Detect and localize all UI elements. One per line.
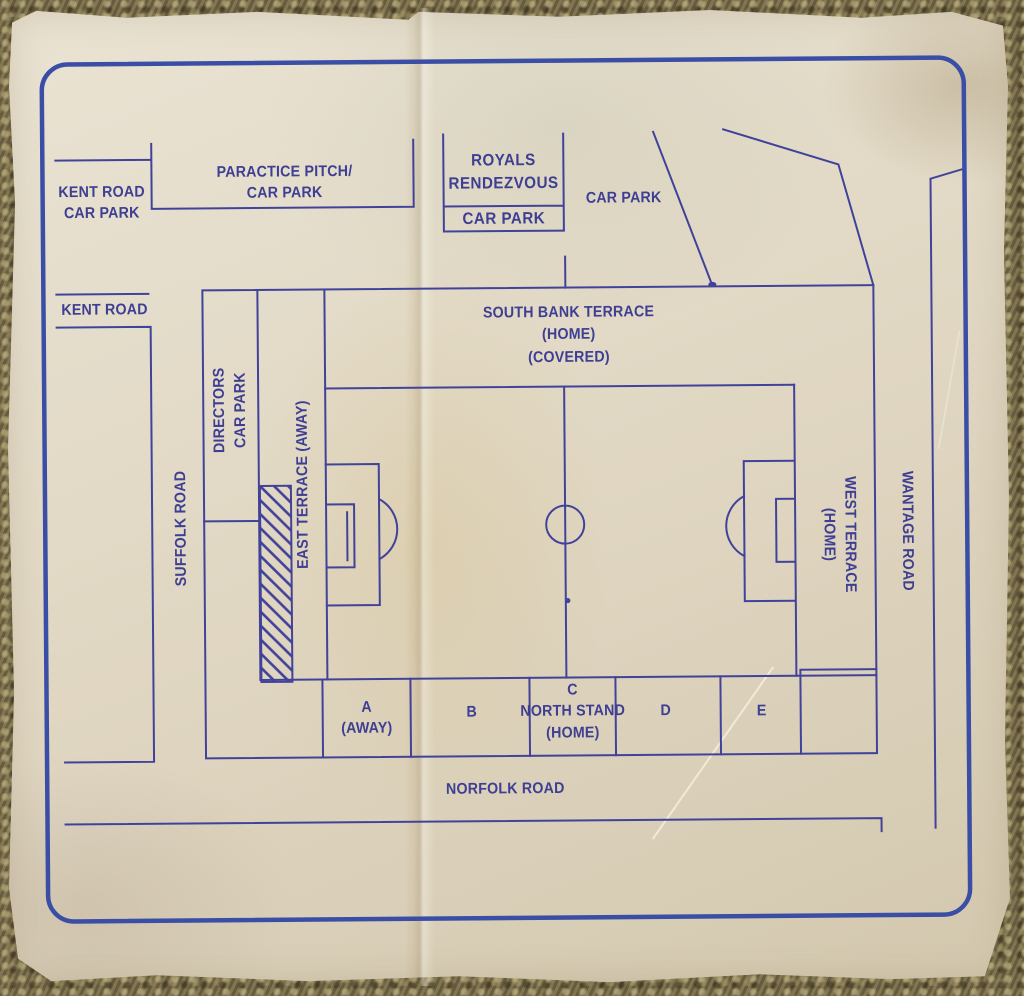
section-a-letter: A bbox=[361, 698, 372, 716]
west-terrace-line2: (HOME) bbox=[820, 507, 838, 562]
pitch-centre-spot bbox=[565, 597, 571, 604]
royals-line1: ROYALS bbox=[470, 151, 536, 170]
section-c-home: (HOME) bbox=[546, 724, 600, 742]
north-stand-top bbox=[259, 674, 878, 681]
directors-car-park-label: DIRECTORS CAR PARK bbox=[209, 367, 252, 454]
pitch-left-penalty-arc bbox=[377, 497, 399, 561]
kent-road-car-park-label: KENT ROAD CAR PARK bbox=[58, 181, 145, 224]
pitch-left-penalty-area bbox=[324, 463, 381, 607]
south-bank-terrace-bottom bbox=[324, 383, 796, 390]
kent-road-top-line bbox=[55, 292, 150, 296]
practice-pitch-line1: PARACTICE PITCH/ bbox=[216, 162, 353, 181]
pitch-right-goal-area bbox=[775, 497, 796, 563]
kent-road-car-park-line2: CAR PARK bbox=[63, 204, 140, 223]
suffolk-road-label: SUFFOLK ROAD bbox=[172, 470, 190, 587]
norfolk-road-line bbox=[64, 817, 883, 833]
practice-pitch-label: PARACTICE PITCH/ CAR PARK bbox=[216, 161, 352, 205]
directors-line2: CAR PARK bbox=[232, 372, 250, 449]
card-border bbox=[39, 55, 973, 924]
kent-road-label: KENT ROAD bbox=[61, 301, 148, 319]
segregation-hatch bbox=[258, 484, 294, 683]
car-park-diagonal-west bbox=[651, 130, 714, 287]
section-c-name: NORTH STAND bbox=[520, 702, 626, 721]
section-c-letter: C bbox=[567, 681, 578, 699]
pitch-halfway-line bbox=[563, 385, 568, 679]
pitch-centre-circle bbox=[545, 504, 586, 545]
pitch-right-penalty-area bbox=[742, 459, 796, 603]
practice-pitch-line2: CAR PARK bbox=[246, 184, 323, 203]
practice-pitch-outline bbox=[150, 138, 415, 210]
west-terrace-line1: WEST TERRACE bbox=[841, 476, 860, 593]
west-terrace-divider bbox=[793, 383, 798, 677]
norfolk-road-label: NORFOLK ROAD bbox=[445, 779, 565, 798]
pitch-left-goal-area bbox=[325, 503, 356, 569]
stadium-outline bbox=[201, 284, 879, 760]
directors-line1: DIRECTORS bbox=[210, 367, 229, 454]
car-park-north-label: CAR PARK bbox=[585, 189, 662, 207]
royals-car-park-label: CAR PARK bbox=[462, 209, 546, 228]
north-stand-section-c: C NORTH STAND (HOME) bbox=[520, 679, 625, 744]
car-park-diagonal-east bbox=[721, 128, 875, 287]
north-stand-section-e: E bbox=[756, 702, 767, 720]
wantage-road-label: WANTAGE ROAD bbox=[898, 470, 917, 591]
north-stand-section-a: A (AWAY) bbox=[341, 697, 393, 740]
wantage-road-line bbox=[929, 168, 963, 829]
kent-road-car-park-line1: KENT ROAD bbox=[58, 183, 145, 202]
royals-line2: RENDEZVOUS bbox=[448, 173, 559, 193]
north-stand-section-d: D bbox=[660, 702, 671, 720]
east-terrace-divider bbox=[323, 288, 329, 681]
east-terrace-label: EAST TERRACE (AWAY) bbox=[293, 400, 312, 569]
royals-rendezvous-label: ROYALS RENDEZVOUS bbox=[448, 149, 558, 195]
south-bank-terrace-label: SOUTH BANK TERRACE (HOME) (COVERED) bbox=[483, 301, 655, 370]
section-a-away: (AWAY) bbox=[341, 719, 393, 738]
south-bank-line1: SOUTH BANK TERRACE bbox=[482, 303, 655, 322]
south-bank-line2: (HOME) bbox=[541, 326, 596, 344]
north-stand-section-dividers bbox=[321, 668, 878, 759]
kent-road-bottom-line bbox=[55, 325, 156, 764]
north-stand-section-b: B bbox=[466, 703, 477, 721]
south-bank-line3: (COVERED) bbox=[527, 348, 610, 367]
kent-road-car-park-line bbox=[54, 158, 152, 162]
pitch-right-penalty-arc bbox=[725, 494, 746, 558]
royals-rendezvous-outline bbox=[442, 132, 565, 233]
west-terrace-label: WEST TERRACE (HOME) bbox=[817, 476, 861, 593]
